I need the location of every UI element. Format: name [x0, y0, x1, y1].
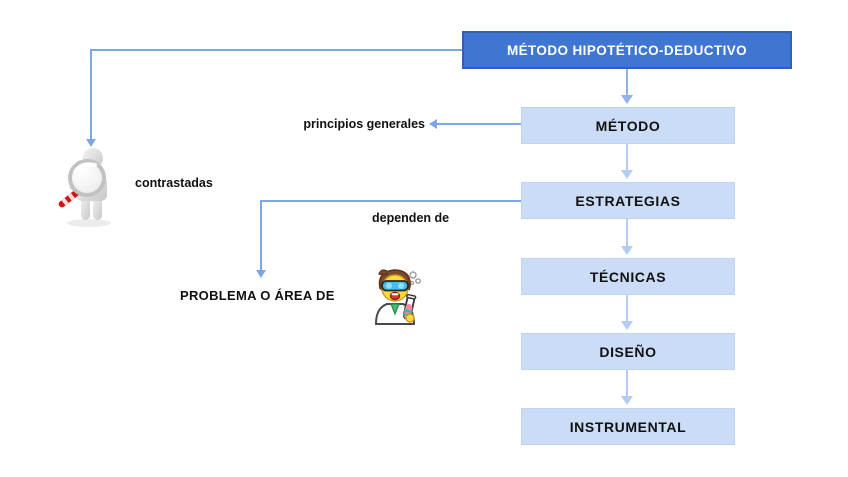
- arrow-tecnicas-to-diseno-line: [626, 295, 628, 322]
- label-contrastadas: contrastadas: [135, 176, 213, 190]
- chain-box-instrumental: INSTRUMENTAL: [521, 408, 735, 445]
- label-problema-o-area-de: PROBLEMA O ÁREA DE: [180, 288, 335, 303]
- arrow-tecnicas-to-diseno-head-icon: [621, 321, 633, 330]
- arrow-diseno-to-instrumental-line: [626, 370, 628, 397]
- chain-box-tecnicas: TÉCNICAS: [521, 258, 735, 295]
- title-box-metodo-hipotetico-deductivo: MÉTODO HIPOTÉTICO-DEDUCTIVO: [462, 31, 792, 69]
- label-dependen-de: dependen de: [372, 211, 450, 225]
- chain-box-metodo: MÉTODO: [521, 107, 735, 144]
- arrow-estrategias-to-tecnicas-head-icon: [621, 246, 633, 255]
- chain-box-instrumental-label: INSTRUMENTAL: [569, 418, 687, 435]
- chain-box-diseno: DISEÑO: [521, 333, 735, 370]
- scientist-icon: [367, 266, 423, 330]
- chain-box-estrategias: ESTRATEGIAS: [521, 182, 735, 219]
- chain-box-estrategias-label: ESTRATEGIAS: [575, 192, 681, 209]
- arrow-title-to-metodo-line: [626, 69, 628, 96]
- connector-metodo-to-principios-hline: [436, 123, 521, 125]
- arrow-metodo-to-estrategias-head-icon: [621, 170, 633, 179]
- connector-metodo-to-principios-head-icon: [429, 119, 437, 129]
- chain-box-metodo-label: MÉTODO: [595, 117, 661, 134]
- title-box-label: MÉTODO HIPOTÉTICO-DEDUCTIVO: [506, 42, 748, 58]
- connector-estrategias-to-problema-hline: [260, 200, 521, 202]
- connector-title-to-figure-vline: [90, 49, 92, 139]
- arrow-diseno-to-instrumental-head-icon: [621, 396, 633, 405]
- arrow-metodo-to-estrategias-line: [626, 144, 628, 171]
- connector-estrategias-to-problema-vline: [260, 200, 262, 270]
- arrow-estrategias-to-tecnicas-line: [626, 219, 628, 247]
- chain-box-tecnicas-label: TÉCNICAS: [589, 268, 667, 285]
- connector-estrategias-to-problema-head-icon: [256, 270, 266, 278]
- chain-box-diseno-label: DISEÑO: [599, 343, 657, 360]
- connector-title-to-figure-head-icon: [86, 139, 96, 147]
- label-principios-generales: principios generales: [303, 117, 425, 131]
- magnifier-figure-icon: [55, 146, 121, 228]
- arrow-title-to-metodo-head-icon: [621, 95, 633, 104]
- connector-title-to-figure-hline: [90, 49, 462, 51]
